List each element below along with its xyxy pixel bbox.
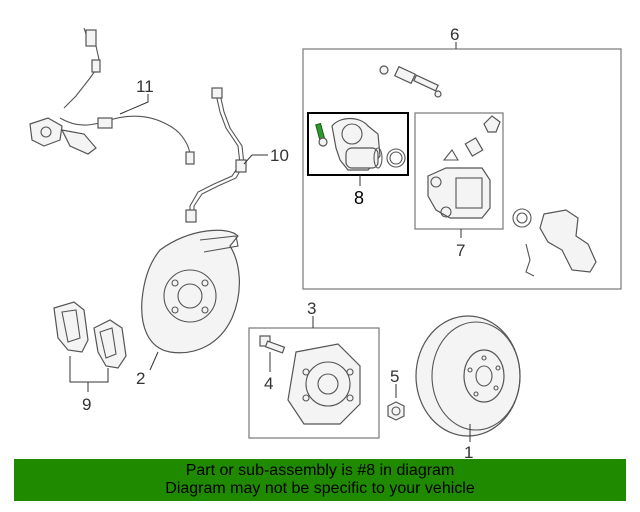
- banner-line-2: Diagram may not be specific to your vehi…: [165, 480, 475, 497]
- callout-7: 7: [456, 241, 465, 260]
- callout-6: 6: [450, 25, 459, 44]
- banner-line-1: Part or sub-assembly is #8 in diagram: [185, 462, 455, 479]
- callout-3: 3: [307, 299, 316, 318]
- callout-4: 4: [264, 374, 273, 393]
- callout-2: 2: [136, 369, 145, 388]
- brake-line[interactable]: [185, 87, 247, 223]
- group-box-3[interactable]: [248, 327, 380, 439]
- caliper-pins[interactable]: [379, 65, 442, 98]
- callout-11: 11: [136, 77, 154, 96]
- group-box-7[interactable]: [414, 112, 504, 230]
- group-box-6[interactable]: [302, 48, 622, 290]
- caliper-bracket[interactable]: [512, 208, 597, 277]
- callout-10: 10: [270, 146, 289, 165]
- info-banner: Part or sub-assembly is #8 in diagram Di…: [14, 459, 626, 501]
- brake-pads[interactable]: [53, 301, 127, 369]
- brake-rotor[interactable]: [415, 315, 521, 437]
- callout-5: 5: [390, 367, 399, 386]
- callout-8: 8: [354, 188, 364, 208]
- callout-1: 1: [464, 443, 473, 462]
- hub-nut[interactable]: [387, 401, 405, 421]
- parking-brake-actuator[interactable]: [315, 117, 406, 171]
- caliper-body[interactable]: [427, 115, 501, 219]
- dust-shield[interactable]: [141, 229, 240, 354]
- hub-bearing[interactable]: [287, 343, 361, 425]
- leader-lines: [69, 42, 471, 442]
- hub-bolt[interactable]: [259, 335, 286, 354]
- callout-9: 9: [82, 395, 91, 414]
- abs-sensor-harness[interactable]: [29, 27, 195, 165]
